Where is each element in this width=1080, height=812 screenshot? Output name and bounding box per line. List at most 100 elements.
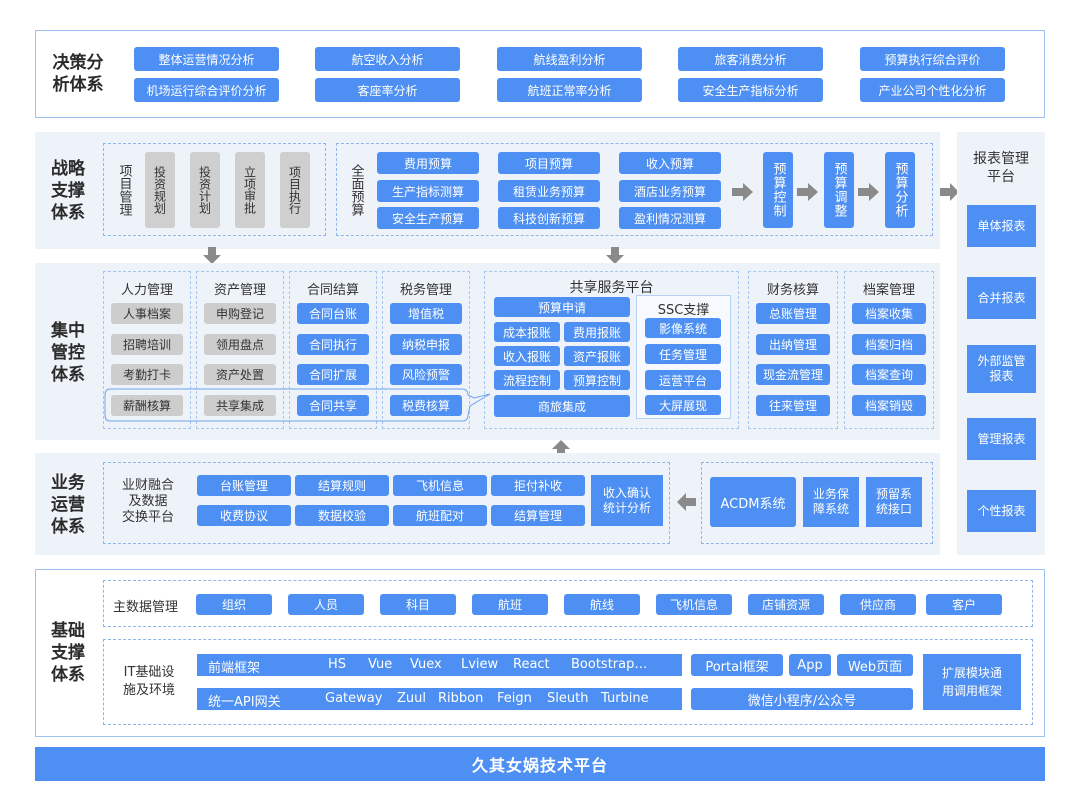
decision-item[interactable]: 旅客消费分析 — [678, 47, 823, 71]
report-item[interactable]: 个性报表 — [967, 490, 1036, 532]
budget-item[interactable]: 租赁业务预算 — [498, 180, 600, 202]
report-item[interactable]: 合并报表 — [967, 277, 1036, 319]
project-item[interactable]: 立项审批 — [235, 152, 265, 228]
frontend-bar[interactable] — [197, 654, 682, 676]
budget-item[interactable]: 科技创新预算 — [498, 207, 600, 229]
budget-item[interactable]: 项目预算 — [498, 152, 600, 174]
contract-item[interactable]: 合同扩展 — [297, 364, 369, 385]
master-item[interactable]: 组织 — [196, 594, 272, 615]
tax-item[interactable]: 税费核算 — [390, 395, 462, 416]
contract-item[interactable]: 合同执行 — [297, 334, 369, 355]
shared-grid-item[interactable]: 成本报账 — [494, 322, 560, 342]
budget-item[interactable]: 盈利情况测算 — [619, 207, 721, 229]
fusion-item[interactable]: 航班配对 — [393, 505, 487, 526]
project-item[interactable]: 项目执行 — [280, 152, 310, 228]
budget-item[interactable]: 酒店业务预算 — [619, 180, 721, 202]
system-button[interactable]: 预留系统接口 — [866, 477, 922, 527]
project-item[interactable]: 投资计划 — [190, 152, 220, 228]
budget-apply-button[interactable]: 预算申请 — [494, 297, 630, 317]
fusion-item[interactable]: 数据校验 — [295, 505, 389, 526]
budget-item[interactable]: 费用预算 — [377, 152, 479, 174]
project-item[interactable]: 投资规划 — [145, 152, 175, 228]
arrow-right-icon — [732, 183, 753, 201]
archive-item[interactable]: 档案销毁 — [852, 395, 926, 416]
archive-item[interactable]: 档案收集 — [852, 303, 926, 324]
wechat-button[interactable]: 微信小程序/公众号 — [691, 688, 913, 710]
master-item[interactable]: 飞机信息 — [656, 594, 732, 615]
master-item[interactable]: 科目 — [380, 594, 456, 615]
master-item[interactable]: 人员 — [288, 594, 364, 615]
contract-item[interactable]: 合同台账 — [297, 303, 369, 324]
asset-item[interactable]: 共享集成 — [204, 395, 276, 416]
ssc-item[interactable]: 运营平台 — [645, 370, 721, 390]
master-item[interactable]: 航线 — [564, 594, 640, 615]
fusion-item[interactable]: 收费协议 — [197, 505, 291, 526]
decision-item[interactable]: 航班正常率分析 — [497, 78, 642, 102]
shared-grid-item[interactable]: 预算控制 — [564, 370, 630, 390]
report-item[interactable]: 单体报表 — [967, 205, 1036, 247]
report-item[interactable]: 外部监管报表 — [967, 345, 1036, 393]
master-item[interactable]: 航班 — [472, 594, 548, 615]
decision-item[interactable]: 整体运营情况分析 — [134, 47, 279, 71]
finance-item[interactable]: 总账管理 — [756, 303, 830, 324]
portal-button[interactable]: Portal框架 — [691, 654, 783, 676]
contract-item[interactable]: 合同共享 — [297, 395, 369, 416]
frontend-item: Vuex — [410, 657, 442, 672]
shared-grid-item[interactable]: 流程控制 — [494, 370, 560, 390]
web-button[interactable]: Web页面 — [837, 654, 913, 676]
decision-item[interactable]: 安全生产指标分析 — [678, 78, 823, 102]
decision-item[interactable]: 产业公司个性化分析 — [860, 78, 1005, 102]
decision-item[interactable]: 机场运行综合评价分析 — [134, 78, 279, 102]
api-gateway-bar[interactable] — [197, 688, 682, 710]
budget-item[interactable]: 安全生产预算 — [377, 207, 479, 229]
tax-item[interactable]: 纳税申报 — [390, 334, 462, 355]
revenue-button[interactable]: 收入确认 统计分析 — [591, 475, 663, 526]
asset-item[interactable]: 资产处置 — [204, 364, 276, 385]
ssc-item[interactable]: 影像系统 — [645, 318, 721, 338]
travel-integration-button[interactable]: 商旅集成 — [494, 395, 630, 417]
archive-item[interactable]: 档案归档 — [852, 334, 926, 355]
asset-item[interactable]: 申购登记 — [204, 303, 276, 324]
master-item[interactable]: 店铺资源 — [748, 594, 824, 615]
fusion-item[interactable]: 台账管理 — [197, 475, 291, 496]
hr-item[interactable]: 薪酬核算 — [111, 395, 183, 416]
hr-item[interactable]: 考勤打卡 — [111, 364, 183, 385]
archive-item[interactable]: 档案查询 — [852, 364, 926, 385]
system-button[interactable]: 业务保障系统 — [803, 477, 859, 527]
hr-item[interactable]: 招聘培训 — [111, 334, 183, 355]
asset-item[interactable]: 领用盘点 — [204, 334, 276, 355]
budget-item[interactable]: 收入预算 — [619, 152, 721, 174]
fusion-item[interactable]: 结算规则 — [295, 475, 389, 496]
finance-item[interactable]: 出纳管理 — [756, 334, 830, 355]
report-title: 报表管理平台 — [973, 151, 1029, 185]
master-item[interactable]: 供应商 — [840, 594, 916, 615]
decision-title: 决策分析体系 — [52, 53, 104, 95]
decision-item[interactable]: 航空收入分析 — [315, 47, 460, 71]
finance-item[interactable]: 现金流管理 — [756, 364, 830, 385]
hr-item[interactable]: 人事档案 — [111, 303, 183, 324]
decision-item[interactable]: 预算执行综合评价 — [860, 47, 1005, 71]
tax-item[interactable]: 风险预警 — [390, 364, 462, 385]
budget-flow-item[interactable]: 预算控制 — [763, 152, 793, 228]
shared-grid-item[interactable]: 费用报账 — [564, 322, 630, 342]
app-button[interactable]: App — [789, 654, 831, 676]
ssc-item[interactable]: 任务管理 — [645, 344, 721, 364]
decision-item[interactable]: 航线盈利分析 — [497, 47, 642, 71]
fusion-item[interactable]: 拒付补收 — [491, 475, 585, 496]
budget-flow-item[interactable]: 预算调整 — [824, 152, 854, 228]
acdm-system-button[interactable]: ACDM系统 — [710, 477, 796, 527]
shared-grid-item[interactable]: 资产报账 — [564, 346, 630, 366]
report-item[interactable]: 管理报表 — [967, 418, 1036, 460]
finance-item[interactable]: 往来管理 — [756, 395, 830, 416]
budget-item[interactable]: 生产指标测算 — [377, 180, 479, 202]
extend-module-button[interactable]: 扩展模块通 用调用框架 — [923, 654, 1021, 710]
master-item[interactable]: 客户 — [926, 594, 1002, 615]
decision-item[interactable]: 客座率分析 — [315, 78, 460, 102]
tax-item[interactable]: 增值税 — [390, 303, 462, 324]
ssc-item[interactable]: 大屏展现 — [645, 395, 721, 415]
footer-title: 久其女娲技术平台 — [471, 756, 608, 775]
budget-flow-item[interactable]: 预算分析 — [885, 152, 915, 228]
fusion-item[interactable]: 飞机信息 — [393, 475, 487, 496]
shared-grid-item[interactable]: 收入报账 — [494, 346, 560, 366]
fusion-item[interactable]: 结算管理 — [491, 505, 585, 526]
